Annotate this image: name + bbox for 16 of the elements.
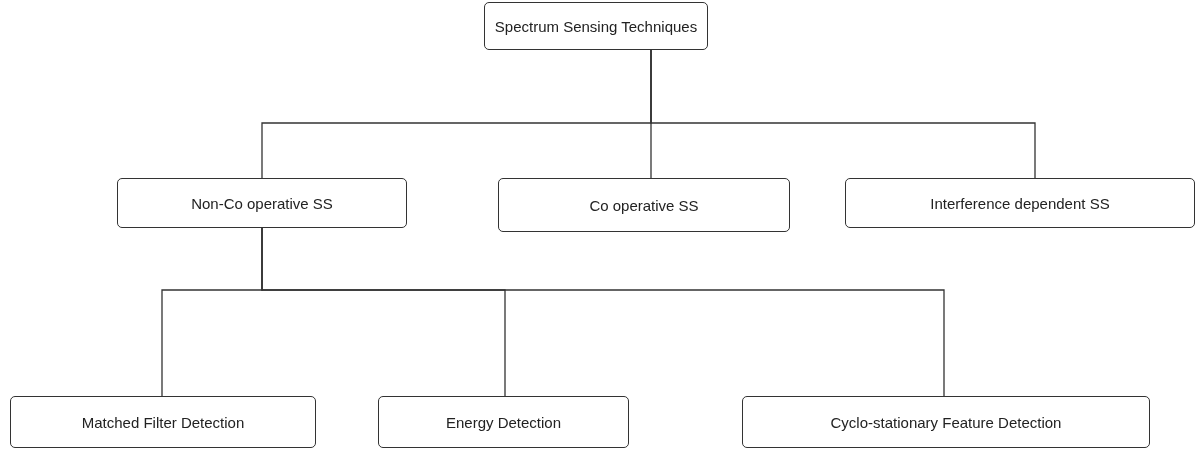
process-box <box>742 396 1150 448</box>
connector-line <box>650 49 1036 179</box>
connector-line <box>261 227 945 397</box>
process-box <box>117 178 407 228</box>
process-box <box>845 178 1195 228</box>
node-label: Co operative SS <box>589 196 699 214</box>
process-box <box>10 396 316 448</box>
node-label: Matched Filter Detection <box>81 413 245 431</box>
node-label: Spectrum Sensing Techniques <box>494 17 698 35</box>
process-box <box>378 396 629 448</box>
process-box <box>484 2 708 50</box>
node-label: Interference dependent SS <box>930 194 1110 212</box>
node-label: Cyclo-stationary Feature Detection <box>830 413 1062 431</box>
process-box <box>498 178 790 232</box>
node-label: Energy Detection <box>445 413 562 431</box>
node-label: Non-Co operative SS <box>191 194 333 212</box>
